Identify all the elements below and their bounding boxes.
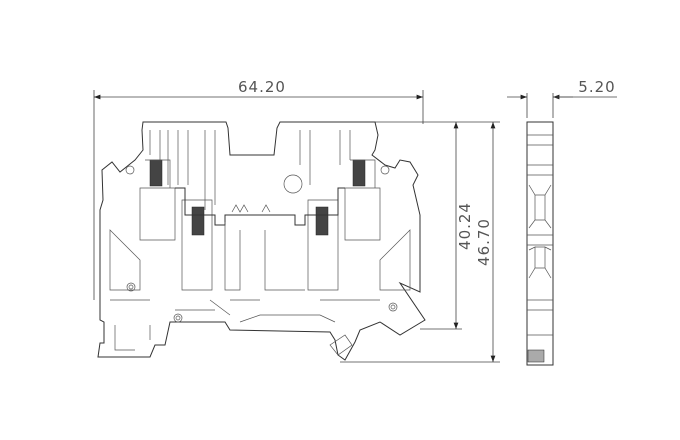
width-dimension: 64.20 [93,78,424,300]
front-view [97,121,426,361]
thickness-dimension: 5.20 [507,78,617,118]
screw-icon [352,159,366,187]
side-view [526,121,554,366]
thickness-label: 5.20 [578,78,615,96]
screw-icon [149,159,163,187]
screw-icon [191,206,205,236]
inner-height-label: 40.24 [456,202,474,250]
total-height-label: 46.70 [475,218,493,266]
screw-icon [315,206,329,236]
width-dimension-label: 64.20 [238,78,286,96]
inner-height-dimension: 40.24 [375,121,500,330]
total-height-dimension: 46.70 [340,122,500,363]
